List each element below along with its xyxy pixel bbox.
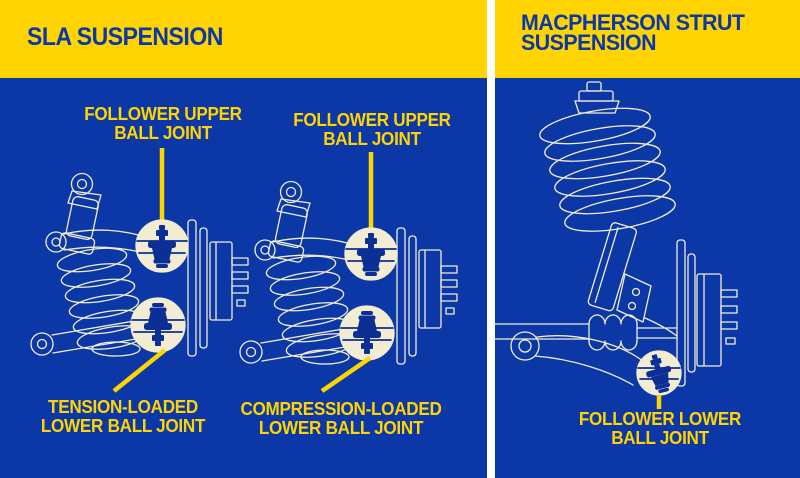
label-tension-loaded-lower-ball-joint: TENSION-LOADED LOWER BALL JOINT	[23, 398, 223, 436]
sla-compression-diagram	[240, 182, 457, 365]
macpherson-header: MACPHERSON STRUT SUSPENSION	[495, 0, 800, 78]
macpherson-diagram-svg	[495, 81, 738, 409]
callout-line-lower-1	[112, 348, 167, 393]
label-line: BALL JOINT	[323, 129, 421, 149]
sla-diagrams-svg	[0, 148, 487, 393]
sla-header: SLA SUSPENSION	[0, 0, 487, 78]
macpherson-title-line1: MACPHERSON STRUT	[521, 10, 745, 35]
label-line: BALL JOINT	[114, 123, 212, 143]
lower-ball-joint-highlight	[636, 350, 682, 396]
callout-line-lower-2	[320, 356, 372, 393]
label-line: FOLLOWER LOWER	[578, 409, 742, 429]
sla-panel: SLA SUSPENSION	[0, 0, 487, 478]
label-line: FOLLOWER UPPER	[293, 110, 451, 130]
strut-top-mount	[574, 81, 620, 114]
cv-boot	[588, 314, 678, 351]
label-line: LOWER BALL JOINT	[258, 418, 424, 438]
label-line: FOLLOWER UPPER	[84, 104, 242, 124]
label-follower-lower-ball-joint: FOLLOWER LOWER BALL JOINT	[565, 410, 755, 448]
label-line: TENSION-LOADED	[48, 397, 198, 417]
sla-tension-diagram	[31, 174, 248, 357]
label-follower-upper-ball-joint-2: FOLLOWER UPPER BALL JOINT	[272, 111, 472, 149]
macpherson-panel: MACPHERSON STRUT SUSPENSION	[495, 0, 800, 478]
strut-body	[587, 222, 678, 337]
label-follower-upper-ball-joint-1: FOLLOWER UPPER BALL JOINT	[63, 105, 263, 143]
panel-divider	[487, 0, 495, 478]
lower-control-arm	[510, 331, 644, 386]
label-compression-loaded-lower-ball-joint: COMPRESSION-LOADED LOWER BALL JOINT	[234, 400, 449, 438]
coil-spring	[539, 107, 676, 232]
label-line: BALL JOINT	[611, 428, 709, 448]
label-line: LOWER BALL JOINT	[40, 416, 206, 436]
axle-shaft	[495, 323, 590, 340]
macpherson-title-line2: SUSPENSION	[521, 30, 657, 55]
macpherson-title: MACPHERSON STRUT SUSPENSION	[521, 10, 745, 55]
brake-hub	[676, 239, 738, 387]
label-line: COMPRESSION-LOADED	[240, 399, 442, 419]
sla-title: SLA SUSPENSION	[27, 23, 223, 51]
